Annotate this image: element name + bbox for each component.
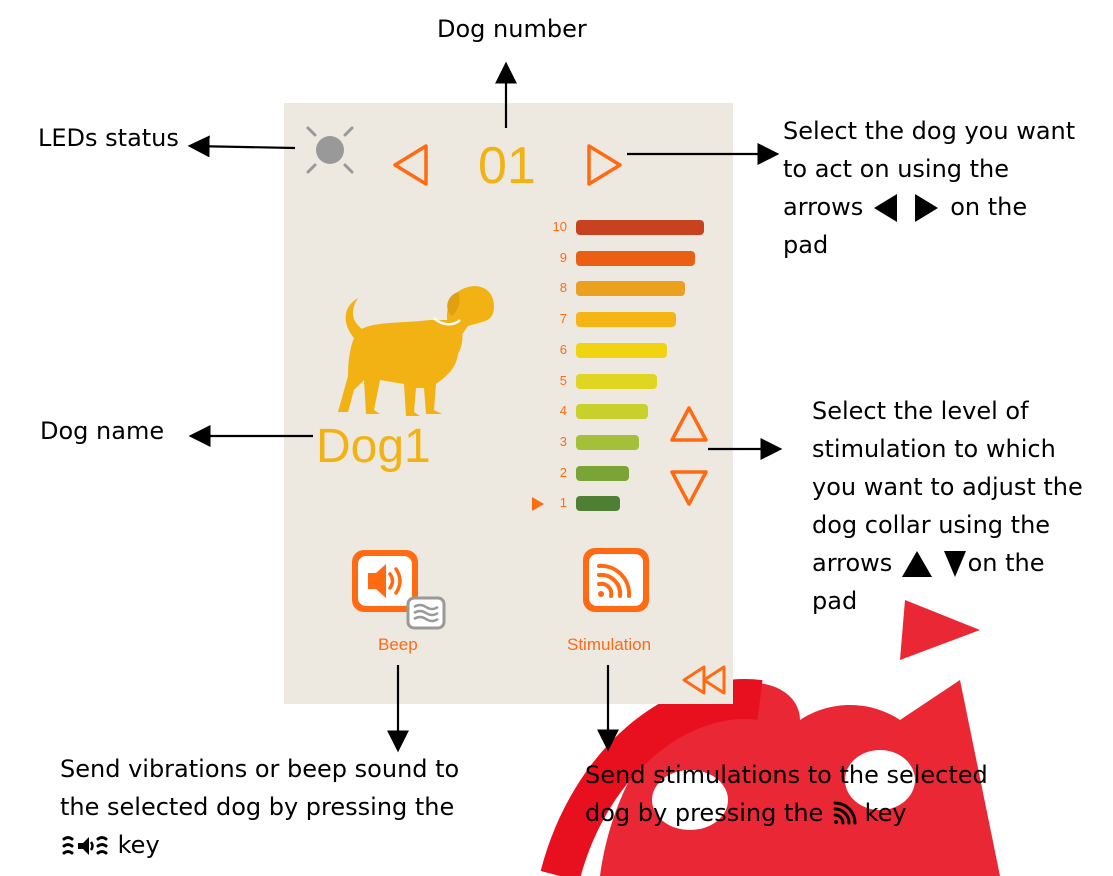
- level-number: 4: [559, 403, 567, 419]
- annotation-line: you want to adjust the: [812, 473, 1083, 501]
- dog-number: 01: [478, 137, 536, 195]
- annotation-line: pad: [812, 587, 858, 615]
- signal-icon: [597, 563, 632, 598]
- beep-button[interactable]: [348, 546, 452, 630]
- level-number: 3: [559, 433, 567, 449]
- annotation-text: key: [117, 831, 160, 859]
- level-number: 6: [559, 341, 567, 357]
- solid-arrow-left-icon: [873, 194, 897, 222]
- rewind-icon[interactable]: [680, 664, 728, 696]
- annotation-text: on the: [950, 193, 1028, 221]
- beep-key-icon: [62, 836, 108, 855]
- annotation-line: Send stimulations to the selected: [585, 761, 988, 789]
- annotation-line: arrows on the: [783, 188, 1113, 226]
- arrow-left-icon[interactable]: [390, 142, 430, 188]
- level-bar: [576, 342, 667, 358]
- vibration-icon: [406, 596, 446, 630]
- dog-name-annotation: Dog name: [40, 417, 165, 445]
- annotation-line: to act on using the: [783, 155, 1010, 183]
- dog-name: Dog1: [316, 420, 431, 473]
- dog-icon: [338, 286, 494, 416]
- level-number: 8: [559, 280, 567, 296]
- send-stimulation-annotation: Send stimulations to the selected dog by…: [585, 756, 1045, 832]
- solid-arrow-down-icon: [943, 551, 966, 577]
- level-bar: [576, 250, 695, 266]
- level-bar: [576, 281, 686, 297]
- annotation-line: pad: [783, 231, 829, 259]
- level-bar: [576, 220, 704, 235]
- select-dog-annotation: Select the dog you want to act on using …: [783, 112, 1113, 264]
- level-number: 7: [559, 311, 567, 327]
- annotation-line: Select the dog you want: [783, 117, 1076, 145]
- level-bar: [576, 404, 648, 420]
- send-vibration-annotation: Send vibrations or beep sound to the sel…: [60, 750, 510, 864]
- level-bar: [576, 465, 630, 481]
- stimulation-label: Stimulation: [567, 635, 652, 654]
- annotation-line: key: [60, 826, 510, 864]
- solid-arrow-right-icon: [914, 194, 938, 222]
- annotation-line: arrows on the: [812, 544, 1112, 582]
- arrow-up-icon[interactable]: [668, 404, 710, 444]
- annotation-text: key: [864, 799, 907, 827]
- dog-number-annotation: Dog number: [437, 15, 587, 43]
- annotation-line: dog collar using the: [812, 511, 1051, 539]
- annotation-line: Select the level of: [812, 397, 1029, 425]
- stimulation-button[interactable]: [581, 546, 651, 616]
- annotation-line: Send vibrations or beep sound to: [60, 755, 460, 783]
- arrow-right-icon[interactable]: [585, 142, 625, 188]
- level-bar: [576, 496, 620, 512]
- level-number: 5: [559, 372, 567, 388]
- annotation-text: on the: [967, 549, 1045, 577]
- arrow-down-icon[interactable]: [668, 468, 710, 508]
- level-number: 10: [552, 219, 567, 234]
- level-bar: [576, 312, 676, 328]
- annotation-line: the selected dog by pressing the: [60, 793, 455, 821]
- annotation-line: stimulation to which: [812, 435, 1056, 463]
- annotation-text: arrows: [812, 549, 893, 577]
- select-level-annotation: Select the level of stimulation to which…: [812, 392, 1112, 620]
- level-number: 2: [559, 464, 567, 480]
- beep-label: Beep: [378, 635, 418, 654]
- annotation-line: dog by pressing the key: [585, 794, 1045, 832]
- stimulation-key-icon: [833, 801, 857, 825]
- level-number: 1: [559, 495, 567, 511]
- level-number: 9: [559, 249, 567, 265]
- led-icon: [306, 126, 354, 174]
- level-bar: [576, 434, 639, 450]
- level-bar: [576, 373, 658, 389]
- annotation-text: dog by pressing the: [585, 799, 824, 827]
- annotation-text: arrows: [783, 193, 864, 221]
- speaker-icon: [368, 564, 402, 598]
- leds-status-annotation: LEDs status: [38, 124, 179, 152]
- selected-level-pointer-icon: [532, 497, 544, 512]
- solid-arrow-up-icon: [901, 551, 932, 577]
